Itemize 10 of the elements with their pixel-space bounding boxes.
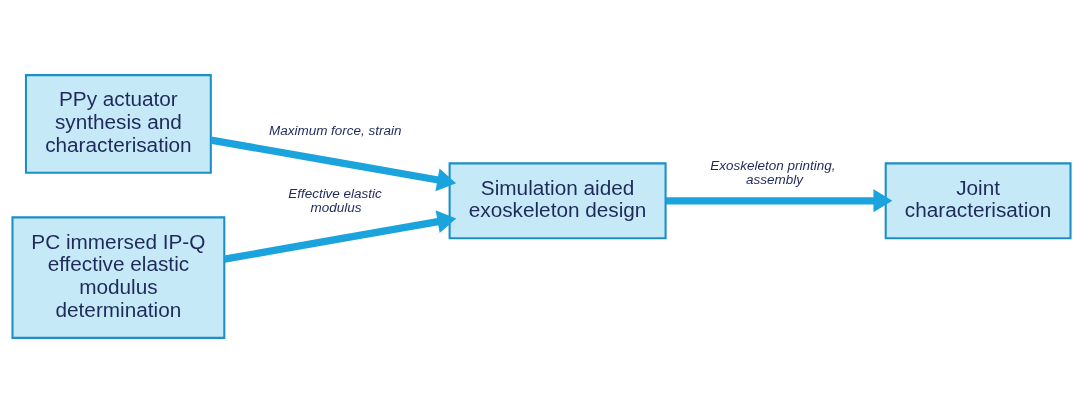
arrow	[223, 210, 457, 263]
arrow	[210, 136, 457, 192]
arrow	[665, 189, 893, 213]
edge-label: Effective elastic modulus	[288, 186, 382, 215]
edge-label: Maximum force, strain	[268, 122, 402, 138]
edge-label: Exoskeleton printing, assembly	[710, 158, 836, 187]
node-box: Simulation aided exoskeleton design	[448, 162, 667, 240]
node-box: Joint characterisation	[884, 162, 1072, 240]
node-box: PC immersed IP-Q effective elastic modulus determination	[11, 216, 226, 339]
node-box: PPy actuator synthesis and characterisation	[24, 74, 212, 174]
